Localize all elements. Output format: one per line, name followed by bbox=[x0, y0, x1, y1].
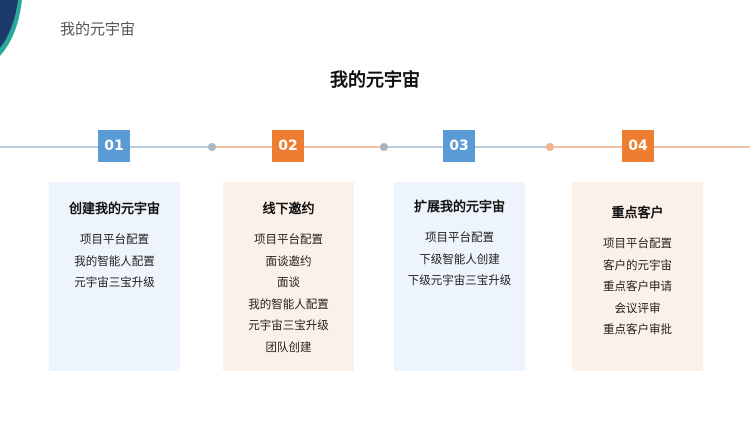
step-title: 线下邀约 bbox=[262, 202, 315, 217]
step-card-3: 扩展我的元宇宙 项目平台配置 下级智能人创建 下级元宇宙三宝升级 bbox=[394, 182, 525, 371]
step-item: 重点客户申请 bbox=[603, 279, 672, 293]
step-title: 扩展我的元宇宙 bbox=[413, 200, 505, 215]
step-item: 项目平台配置 bbox=[603, 236, 672, 250]
step-item: 团队创建 bbox=[265, 339, 312, 354]
step-item: 下级智能人创建 bbox=[419, 251, 500, 266]
step-item: 面谈 bbox=[277, 275, 300, 289]
step-item: 面谈邀约 bbox=[265, 253, 312, 268]
step-number-1: 01 bbox=[98, 130, 130, 162]
step-item: 元宇宙三宝升级 bbox=[74, 275, 155, 289]
timeline-dot bbox=[546, 143, 554, 151]
step-item: 项目平台配置 bbox=[425, 230, 494, 244]
step-item: 项目平台配置 bbox=[80, 232, 149, 246]
step-number-4: 04 bbox=[622, 130, 654, 162]
step-item: 客户的元宇宙 bbox=[603, 257, 672, 272]
step-title: 重点客户 bbox=[611, 206, 664, 221]
step-card-2: 线下邀约 项目平台配置 面谈邀约 面谈 我的智能人配置 元宇宙三宝升级 团队创建 bbox=[223, 182, 354, 371]
step-title: 创建我的元宇宙 bbox=[68, 202, 160, 217]
step-item: 重点客户审批 bbox=[603, 322, 672, 336]
header-title: 我的元宇宙 bbox=[60, 20, 136, 38]
step-card-1: 创建我的元宇宙 项目平台配置 我的智能人配置 元宇宙三宝升级 bbox=[49, 182, 180, 371]
corner-decoration bbox=[0, 0, 22, 56]
step-number-2: 02 bbox=[272, 130, 304, 162]
page-title: 我的元宇宙 bbox=[330, 70, 420, 91]
step-item: 我的智能人配置 bbox=[248, 296, 329, 311]
timeline-dot bbox=[380, 143, 388, 151]
step-item: 我的智能人配置 bbox=[74, 253, 155, 268]
timeline-dot bbox=[208, 143, 216, 151]
step-item: 会议评审 bbox=[614, 300, 661, 315]
step-number-3: 03 bbox=[443, 130, 475, 162]
step-item: 元宇宙三宝升级 bbox=[248, 318, 329, 332]
step-item: 下级元宇宙三宝升级 bbox=[407, 273, 512, 287]
step-item: 项目平台配置 bbox=[254, 232, 323, 246]
step-card-4: 重点客户 项目平台配置 客户的元宇宙 重点客户申请 会议评审 重点客户审批 bbox=[572, 182, 703, 371]
